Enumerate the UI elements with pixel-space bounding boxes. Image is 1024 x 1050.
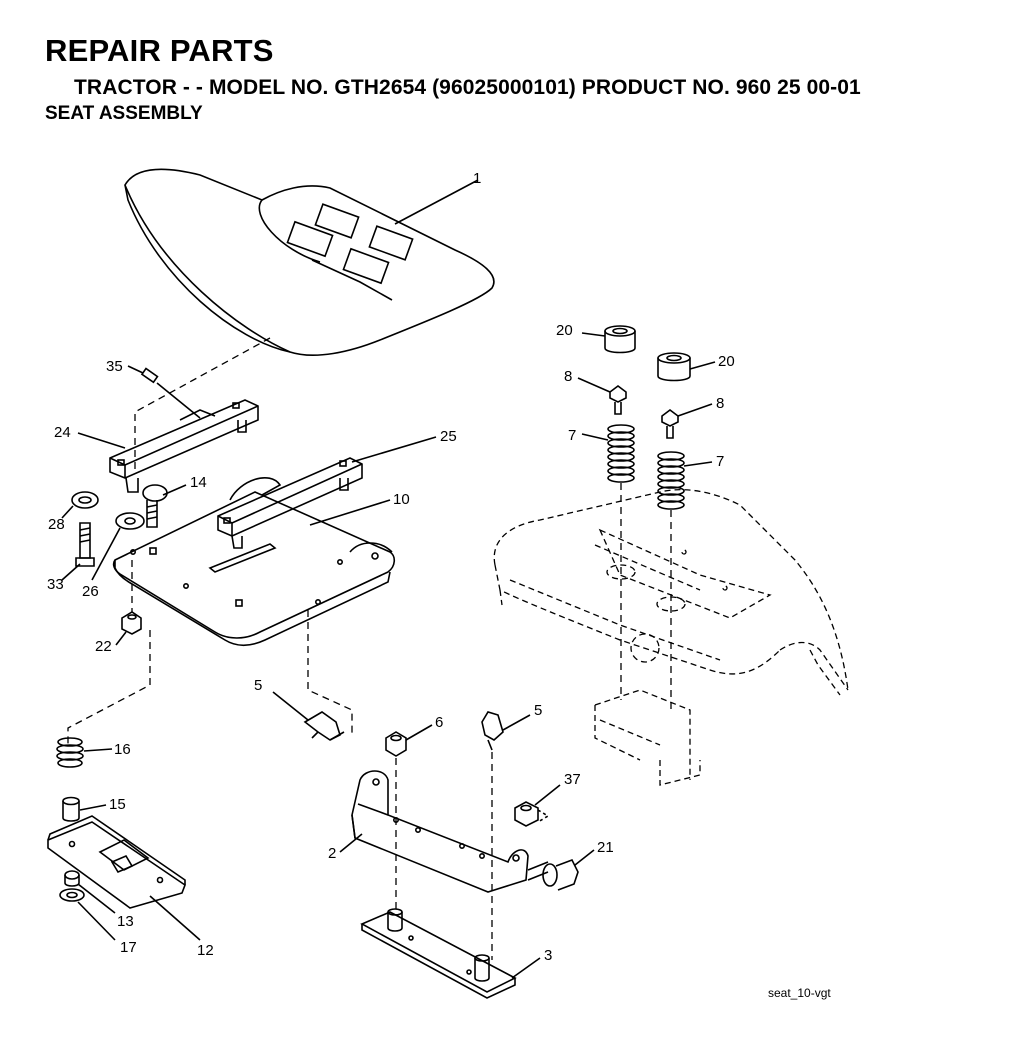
callout-15: 15 [109,796,126,813]
leader-5a [272,691,309,721]
leader-20a [581,332,606,337]
leader-10 [309,499,391,526]
clip-part [303,711,345,741]
callout-5: 5 [534,702,542,719]
leader-21 [574,849,595,866]
callout-10: 10 [393,491,410,508]
callout-20: 20 [556,322,573,339]
leader-20b [689,361,716,370]
leader-22 [115,631,127,646]
callout-20: 20 [718,353,735,370]
callout-3: 3 [544,947,552,964]
leader-24 [77,432,126,449]
leader-2 [339,833,363,853]
callout-12: 12 [197,942,214,959]
shoulder-bolt-part [527,858,579,891]
callout-25: 25 [440,428,457,445]
leader-17 [77,901,116,941]
callout-14: 14 [190,474,207,491]
callout-26: 26 [82,583,99,600]
callout-33: 33 [47,576,64,593]
model-subtitle: TRACTOR - - MODEL NO. GTH2654 (960250001… [74,76,861,99]
leader-7a [581,433,609,441]
callout-35: 35 [106,358,123,375]
leader-16 [83,748,113,752]
leader-14 [162,484,187,496]
washer-part [115,512,145,530]
spring-part [607,424,635,483]
callout-5: 5 [254,677,262,694]
callout-16: 16 [114,741,131,758]
flange-nut-part [59,888,85,902]
callout-37: 37 [564,771,581,788]
callout-13: 13 [117,913,134,930]
leader-8a [577,377,611,393]
seat-bracket-part [351,770,529,893]
callout-21: 21 [597,839,614,856]
leader-13 [77,883,116,914]
spacer-part [604,325,636,354]
callout-22: 22 [95,638,112,655]
callout-17: 17 [120,939,137,956]
leader-33 [61,563,81,581]
drawing-reference: seat_10-vgt [768,986,831,1000]
clip-part [481,711,504,751]
spring-part [657,451,685,510]
bolt-part [609,385,627,415]
callout-24: 24 [54,424,71,441]
section-title: SEAT ASSEMBLY [45,103,203,124]
bolt-part [661,409,679,439]
nut-part [385,731,407,757]
lock-washer-part [71,491,99,509]
callout-labels: 1 20 20 8 8 7 7 35 24 25 14 10 28 33 26 … [47,170,735,964]
bracket-part [47,815,186,909]
callout-8: 8 [716,395,724,412]
guide-line [307,610,353,735]
leader-5b [502,714,531,731]
carriage-bolt-part [142,484,168,528]
leader-8b [677,403,713,417]
nut-part [514,801,550,827]
leader-15 [79,804,107,811]
leader-6 [405,724,433,741]
spacer-part [62,796,80,822]
page-title: REPAIR PARTS [45,33,274,68]
leader-3 [511,957,541,979]
callout-7: 7 [716,453,724,470]
leader-25 [351,436,437,463]
mounting-plate-part [360,908,517,999]
nut-part [64,870,80,887]
leader-1 [394,179,479,225]
guide-line [134,337,271,470]
seat-plate-part [112,476,396,647]
hex-bolt-part [75,522,95,567]
callout-7: 7 [568,427,576,444]
seat-part [124,168,495,357]
spring-part [56,737,84,768]
callout-2: 2 [328,845,336,862]
pin-part [127,365,201,419]
leader-26 [91,527,121,581]
callout-8: 8 [564,368,572,385]
leader-37 [534,784,561,806]
leader-12 [149,895,201,941]
nut-part [121,611,142,635]
callout-28: 28 [48,516,65,533]
callout-6: 6 [435,714,443,731]
callout-1: 1 [473,170,481,187]
leader-7b [683,461,713,467]
seat-slide-part [217,457,363,549]
seat-slide-part [109,399,259,493]
leader-28 [61,505,74,519]
spacer-part [657,352,691,382]
fender-outline [493,489,849,786]
